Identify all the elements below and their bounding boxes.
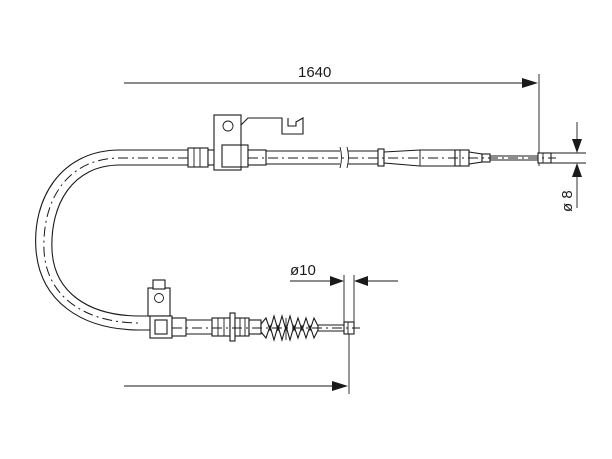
length-dimension: 1640 bbox=[124, 64, 540, 166]
top-end-fitting bbox=[187, 114, 556, 171]
length-label: 1640 bbox=[298, 64, 331, 81]
diameter-10-dimension: ø10 bbox=[290, 262, 398, 322]
diameter-10-label: ø10 bbox=[290, 262, 316, 279]
bottom-reference-dimension bbox=[124, 334, 350, 394]
cable-sheath bbox=[35, 149, 188, 331]
bottom-mounting-bracket bbox=[147, 279, 173, 339]
bottom-end-fitting bbox=[147, 279, 360, 343]
diameter-8-dimension: ø 8 bbox=[551, 122, 586, 212]
diameter-8-label: ø 8 bbox=[559, 190, 576, 212]
top-mounting-bracket bbox=[213, 114, 304, 171]
